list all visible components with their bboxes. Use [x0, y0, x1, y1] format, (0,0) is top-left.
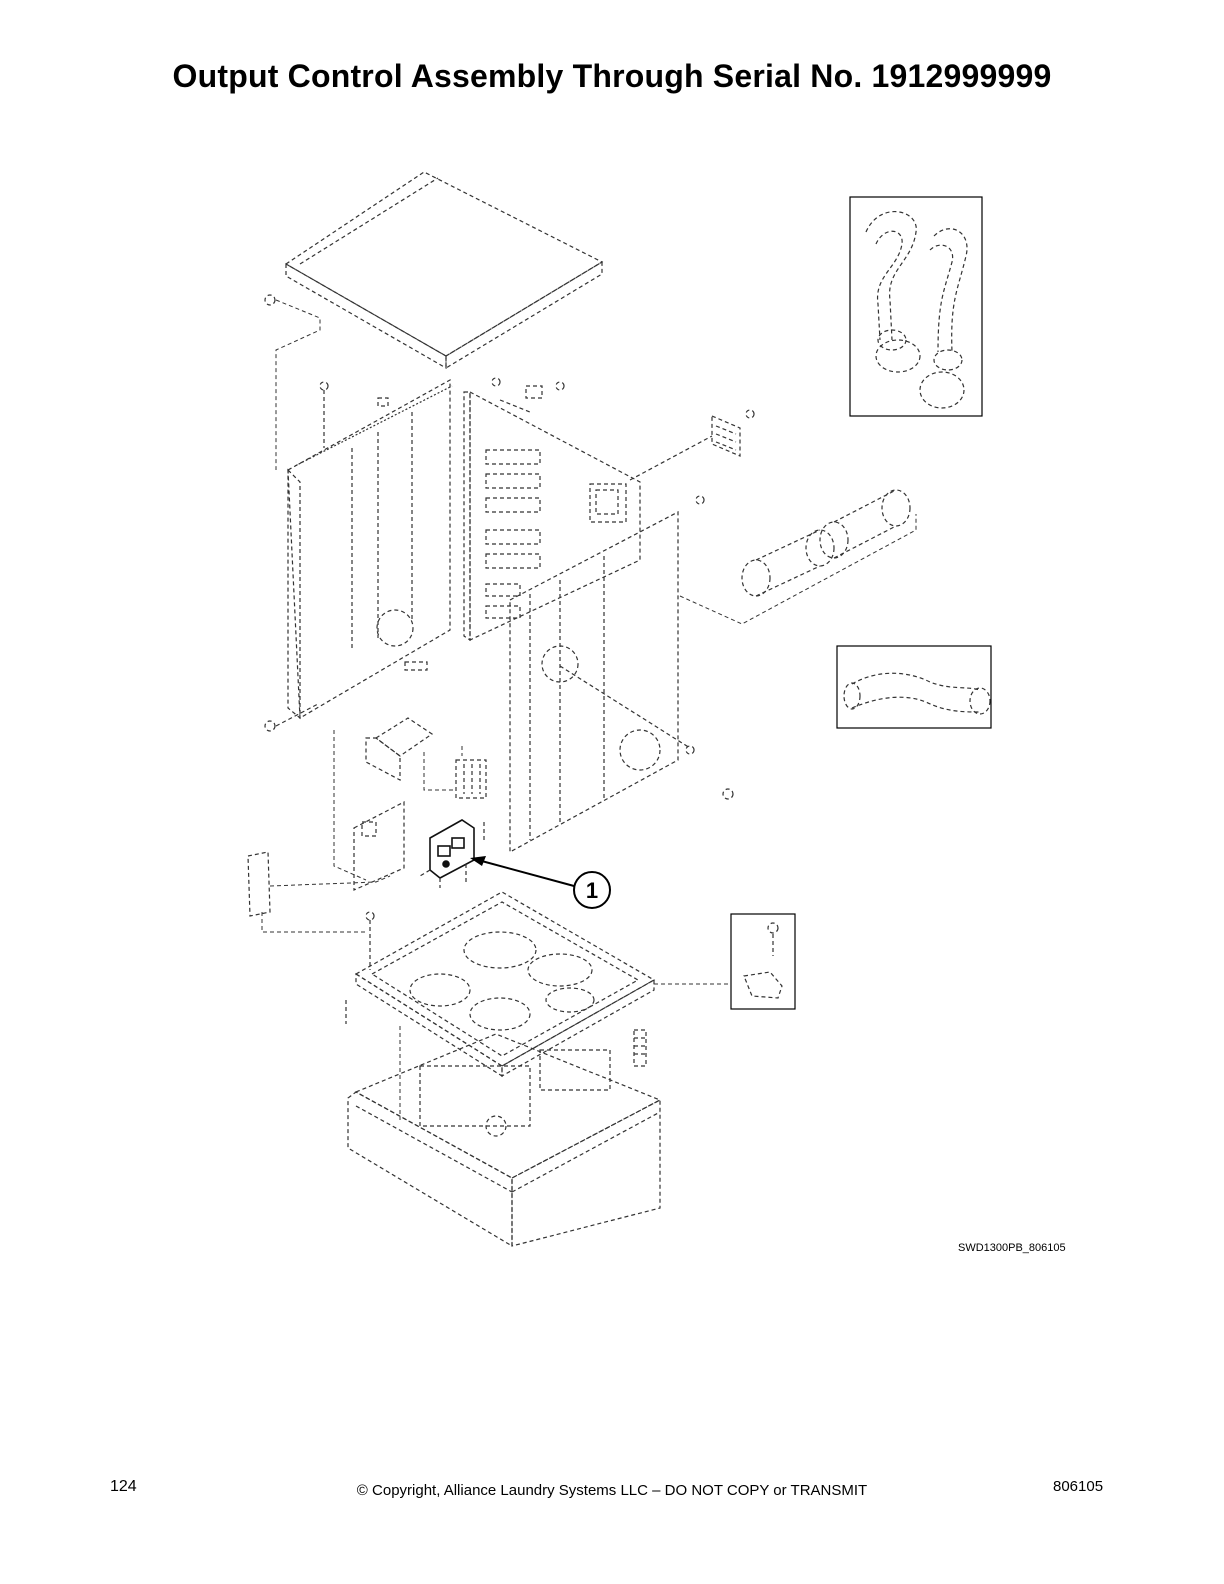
- rear-panel: [463, 391, 641, 642]
- clip-icon: [525, 385, 543, 399]
- inset-short-duct: [836, 645, 992, 729]
- page-title: Output Control Assembly Through Serial N…: [172, 58, 1052, 94]
- cabinet-base: [347, 1033, 662, 1248]
- leveling-leg-icon: [743, 922, 783, 999]
- front-panel: [509, 511, 679, 854]
- callout-number: 1: [586, 878, 598, 903]
- relay-block: [455, 759, 487, 799]
- screw-icon: [685, 745, 695, 755]
- clip-icon: [377, 397, 389, 407]
- exhaust-duct: [741, 489, 911, 597]
- document-number: 806105: [1053, 1478, 1104, 1495]
- spring-icon: [633, 1029, 647, 1067]
- short-flex-duct: [843, 672, 991, 715]
- output-control-board: [429, 819, 475, 879]
- copyright-notice: © Copyright, Alliance Laundry Systems LL…: [356, 1482, 868, 1499]
- screw-icon: [555, 381, 565, 391]
- page-number: 124: [110, 1478, 137, 1495]
- drawing-code: SWD1300PB_806105: [958, 1242, 1066, 1254]
- inset-leveling-leg: [730, 913, 796, 1010]
- screw-icon: [722, 788, 734, 800]
- screw-icon: [264, 720, 276, 732]
- top-panel: [284, 171, 604, 370]
- screw-icon: [695, 495, 705, 505]
- screw-icon: [491, 377, 501, 387]
- screw-icon: [365, 911, 375, 921]
- flex-duct-pair: [865, 211, 968, 409]
- base-frame: [354, 891, 656, 1078]
- screw-icon: [319, 381, 329, 391]
- side-bracket: [247, 851, 271, 917]
- inset-flex-ducts: [849, 196, 983, 417]
- mounting-plate: [353, 801, 405, 891]
- screw-icon: [745, 409, 755, 419]
- control-bracket: [365, 717, 434, 781]
- vent-plate: [711, 415, 741, 457]
- callout-1: 1: [470, 856, 611, 909]
- left-side-panel: [287, 378, 453, 720]
- screw-icon: [264, 294, 276, 306]
